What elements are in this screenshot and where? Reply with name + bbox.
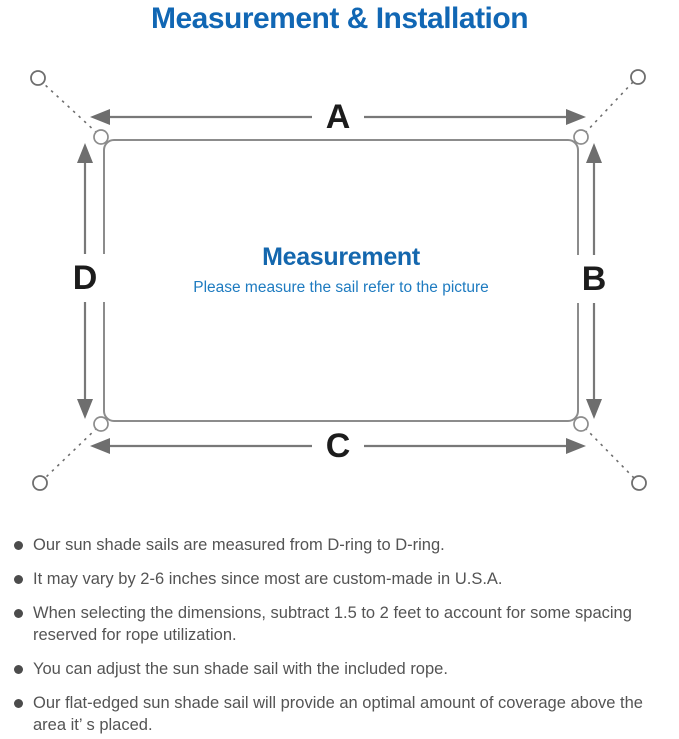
arrow-a-head-left [90,109,110,125]
arrow-d-head-top [77,143,93,163]
dring-top-right [573,129,589,145]
bullet-icon [14,699,23,708]
note-text: Our sun shade sails are measured from D-… [33,536,445,554]
dashed-line-top-right [584,81,634,134]
dring-bottom-left [93,416,109,432]
page-title: Measurement & Installation [150,2,529,35]
note-item: Our sun shade sails are measured from D-… [14,534,669,556]
dimension-label-c: C [312,424,364,468]
note-item: Our flat-edged sun shade sail will provi… [14,692,669,736]
arrow-d-head-bottom [77,399,93,419]
anchor-circle-top-left [30,70,46,86]
bullet-icon [14,609,23,618]
anchor-circle-bottom-right [631,475,647,491]
anchor-circle-bottom-left [32,475,48,491]
note-text: It may vary by 2-6 inches since most are… [33,570,503,588]
diagram-caption-subtitle: Please measure the sail refer to the pic… [193,279,489,296]
arrow-c-head-right [566,438,586,454]
measurement-diagram: A B C D Measurement Please measure the s… [0,60,679,530]
arrow-a-head-right [566,109,586,125]
dring-top-left [93,129,109,145]
arrow-c-head-left [90,438,110,454]
dashed-line-bottom-left [44,427,98,479]
arrow-b-head-top [586,143,602,163]
dring-bottom-right [573,416,589,432]
note-item: When selecting the dimensions, subtract … [14,602,669,646]
dimension-label-b: B [572,255,616,303]
bullet-icon [14,541,23,550]
note-item: You can adjust the sun shade sail with t… [14,658,669,680]
diagram-caption-heading: Measurement [262,243,420,271]
note-text: You can adjust the sun shade sail with t… [33,660,448,678]
note-text: Our flat-edged sun shade sail will provi… [33,694,643,734]
note-item: It may vary by 2-6 inches since most are… [14,568,669,590]
bullet-icon [14,665,23,674]
arrow-b-head-bottom [586,399,602,419]
diagram-caption: Measurement Please measure the sail refe… [104,243,578,297]
notes-list: Our sun shade sails are measured from D-… [14,530,669,736]
anchor-circle-top-right [630,69,646,85]
dimension-label-a: A [312,95,364,139]
dashed-line-top-left [42,82,98,134]
bullet-icon [14,575,23,584]
note-text: When selecting the dimensions, subtract … [33,604,632,644]
dashed-line-bottom-right [584,427,635,479]
dimension-label-d: D [63,254,107,302]
